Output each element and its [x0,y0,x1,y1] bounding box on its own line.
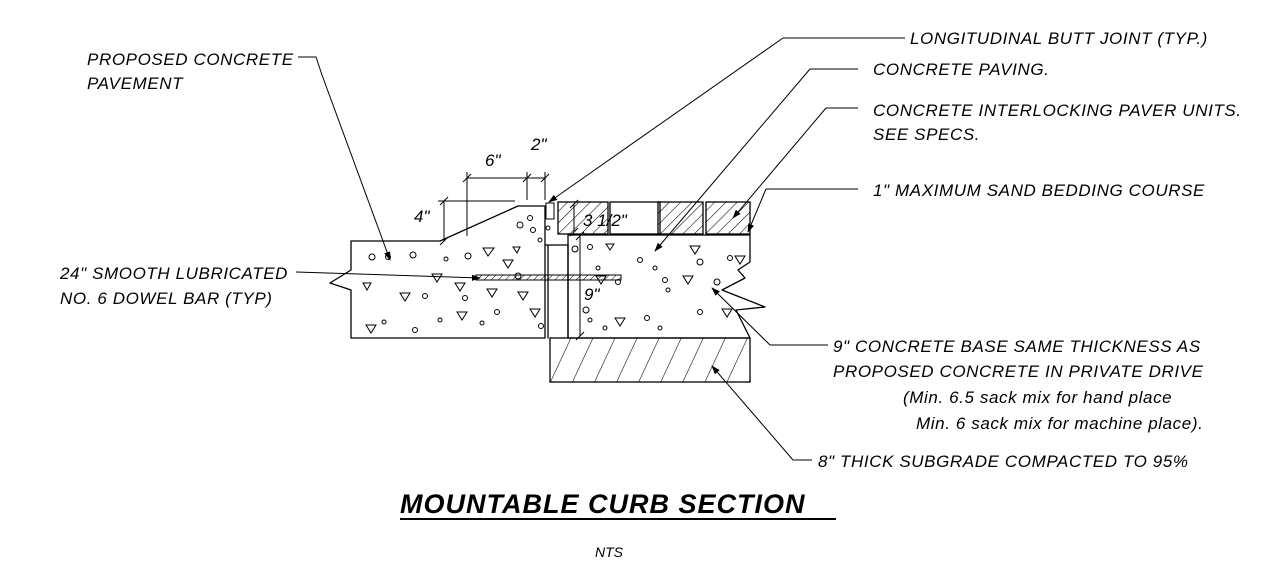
label-dowel-bar-1: 24" SMOOTH LUBRICATED [59,264,288,283]
paver-unit [657,201,704,235]
label-dowel-bar-2: NO. 6 DOWEL BAR (TYP) [60,289,273,308]
label-mix-note-1: (Min. 6.5 sack mix for hand place [903,388,1172,407]
dim-paver-depth: 3 1/2" [583,211,628,230]
label-subgrade: 8" THICK SUBGRADE COMPACTED TO 95% [818,452,1189,471]
label-sand-bedding: 1" MAXIMUM SAND BEDDING COURSE [873,181,1205,200]
dim-curb-height: 4" [414,207,430,226]
label-concrete-base-2: PROPOSED CONCRETE IN PRIVATE DRIVE [833,362,1204,381]
label-paver-units-2: SEE SPECS. [873,125,980,144]
drawing-title: MOUNTABLE CURB SECTION [400,489,805,519]
paver-unit [557,201,609,235]
scale-note: NTS [595,544,624,560]
concrete-base-slab [547,234,766,339]
butt-joint-filler [545,202,555,220]
dim-base-depth: 9" [584,285,600,304]
label-butt-joint: LONGITUDINAL BUTT JOINT (TYP.) [910,29,1208,48]
paver-unit [609,201,661,235]
label-paver-units-1: CONCRETE INTERLOCKING PAVER UNITS. [873,101,1242,120]
paver-unit [705,201,751,235]
dimension-lines [438,172,585,341]
subgrade [549,337,751,383]
label-proposed-pavement-2: PAVEMENT [87,74,184,93]
concrete-aggregate [362,215,746,334]
label-concrete-base-1: 9" CONCRETE BASE SAME THICKNESS AS [833,337,1201,356]
label-proposed-pavement-1: PROPOSED CONCRETE [87,50,294,69]
dim-gap: 2" [530,135,547,154]
label-concrete-paving: CONCRETE PAVING. [873,60,1049,79]
curb-slab [329,205,569,339]
leader-lines [295,37,905,461]
paver-units [545,201,751,235]
label-mix-note-2: Min. 6 sack mix for machine place). [916,414,1203,433]
dim-curb-width: 6" [485,151,501,170]
